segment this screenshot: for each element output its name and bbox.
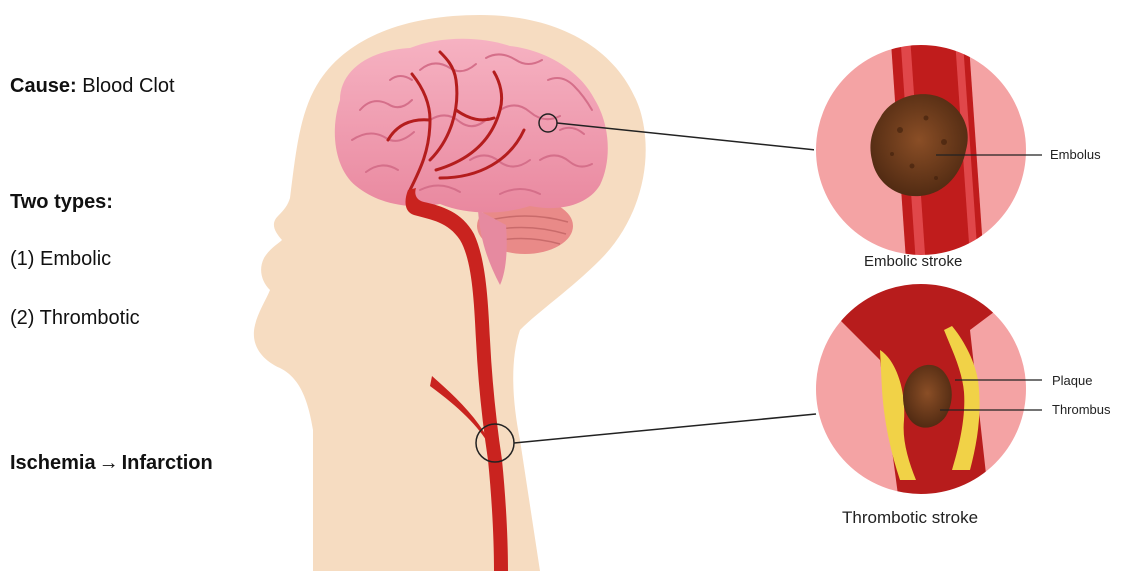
ischemia-label: Ischemia [10, 452, 96, 474]
thrombotic-leader-line [514, 414, 816, 443]
embolus-label: Embolus [1050, 147, 1101, 163]
thrombotic-stroke-caption: Thrombotic stroke [842, 509, 978, 527]
ischemia-infarction-line: Ischemia→Infarction [10, 451, 213, 475]
infarction-label: Infarction [122, 452, 213, 474]
types-heading: Two types: [10, 190, 113, 214]
type-embolic: (1) Embolic [10, 247, 111, 271]
thrombotic-inset [810, 280, 1042, 510]
type-thrombotic: (2) Thrombotic [10, 306, 140, 330]
cause-line: Cause: Blood Clot [10, 74, 175, 98]
cause-value: Blood Clot [82, 75, 174, 97]
right-arrow-icon: → [96, 452, 122, 474]
plaque-label: Plaque [1052, 373, 1092, 389]
thrombus-label: Thrombus [1052, 402, 1111, 418]
embolic-stroke-caption: Embolic stroke [864, 253, 962, 271]
cause-label: Cause: [10, 75, 77, 97]
